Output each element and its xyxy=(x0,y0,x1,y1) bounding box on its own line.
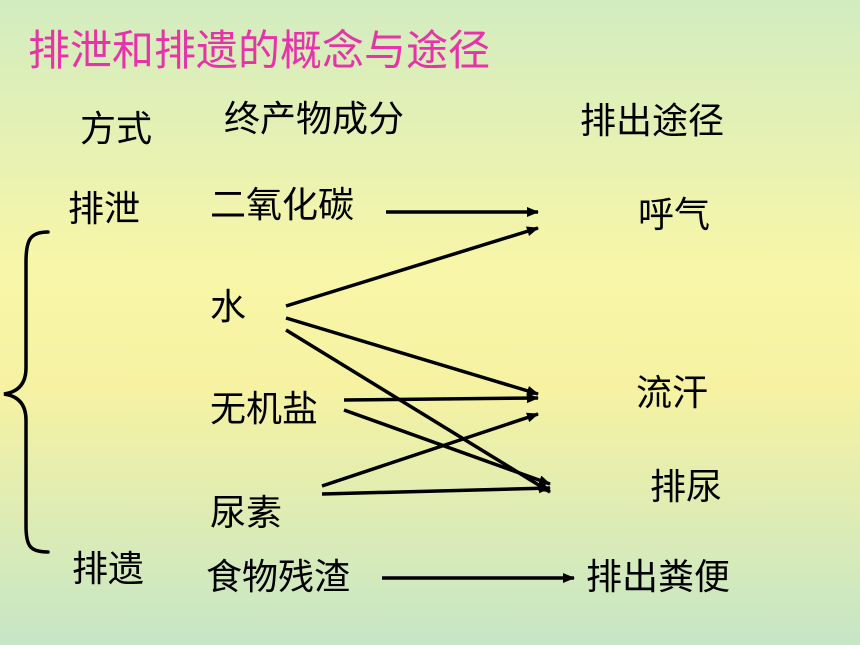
route-breath: 呼气 xyxy=(638,195,711,236)
header-products: 终产物成分 xyxy=(224,99,405,140)
method-excretion: 排泄 xyxy=(68,189,141,230)
grouping-brace xyxy=(3,230,50,554)
header-method: 方式 xyxy=(80,109,153,150)
method-egestion: 排遗 xyxy=(72,549,145,590)
arrow-salts-sweat xyxy=(343,393,539,404)
arrow-water-breath xyxy=(285,226,539,308)
product-urea: 尿素 xyxy=(210,493,283,534)
product-residue: 食物残渣 xyxy=(206,557,351,598)
arrow-water-sweat xyxy=(285,316,539,396)
route-feces: 排出粪便 xyxy=(586,557,731,598)
product-water: 水 xyxy=(210,287,247,328)
arrow-group xyxy=(285,207,575,583)
route-sweat: 流汗 xyxy=(636,373,709,414)
product-salts: 无机盐 xyxy=(210,389,319,430)
product-co2: 二氧化碳 xyxy=(210,185,355,226)
arrow-water-urine xyxy=(285,328,551,494)
arrow-salts-urine xyxy=(343,408,551,486)
page-title: 排泄和排遗的概念与途径 xyxy=(28,26,491,75)
arrow-urea-sweat xyxy=(321,412,539,488)
route-urine: 排尿 xyxy=(650,467,723,508)
header-routes: 排出途径 xyxy=(580,101,725,142)
arrow-urea-urine xyxy=(321,483,551,496)
